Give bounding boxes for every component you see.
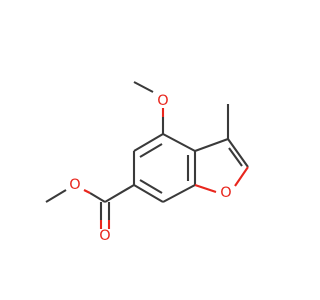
oxygen-carbonyl-label: O	[99, 228, 110, 244]
oxygen-ester-label: O	[69, 177, 80, 193]
bond-c4-c5	[133, 133, 164, 152]
bond-carbonyl-o-single	[89, 192, 106, 203]
bond-c6-carbonyl	[104, 184, 135, 203]
ester-group	[45, 184, 135, 229]
oxygen-furan-label: O	[220, 185, 231, 201]
bond-c3-c2	[227, 138, 249, 168]
bond-c3a-c3	[194, 138, 229, 152]
bond-c3-c2-inner	[228, 147, 243, 167]
bond-o-ch3	[133, 81, 154, 93]
bond-c2-o1	[234, 166, 249, 187]
benzene-ring	[132, 133, 197, 203]
methoxy-group	[133, 81, 165, 134]
oxygen-methoxy-label: O	[157, 93, 168, 109]
bond-c4-c5-inner	[139, 143, 163, 158]
bond-o-methyl	[45, 189, 67, 203]
bond-carbonyl-o-single-red	[83, 189, 91, 194]
molecule-structure: O O O O	[45, 81, 249, 244]
bond-c7-c7a	[162, 184, 196, 203]
bond-c6-c7-inner	[139, 179, 163, 194]
furan-ring	[194, 138, 249, 193]
bond-c4-c3a	[162, 133, 196, 152]
bond-c6-c7	[133, 184, 164, 203]
bond-o1-c7a	[194, 184, 217, 193]
